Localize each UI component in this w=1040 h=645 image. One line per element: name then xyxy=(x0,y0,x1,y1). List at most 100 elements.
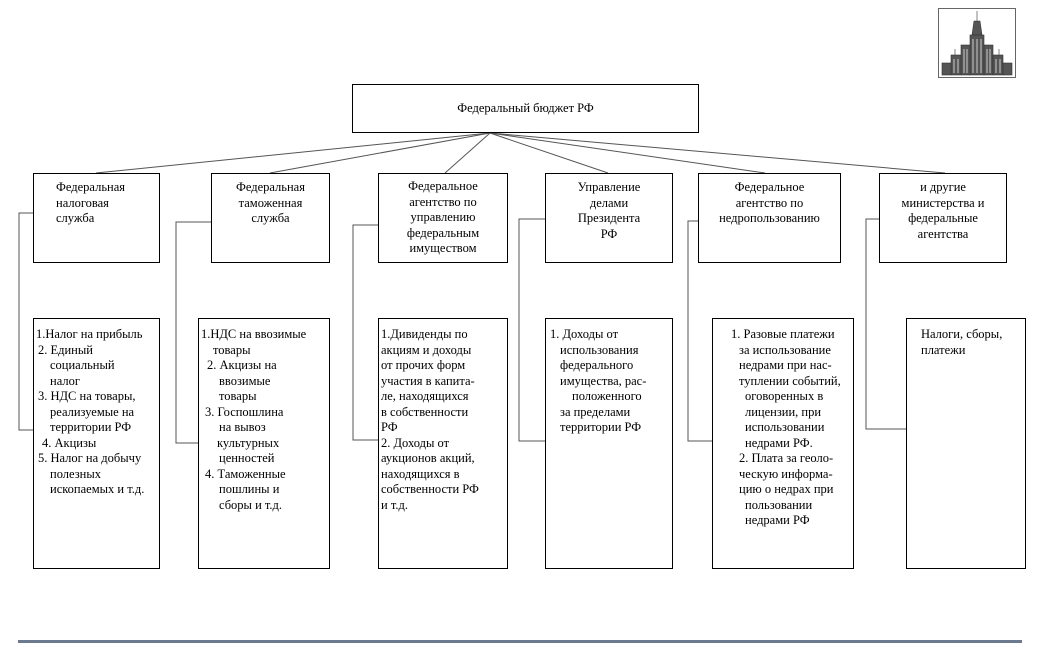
connector-agency-6-revenue xyxy=(865,218,906,430)
revenue-line: цию о недрах при xyxy=(739,482,834,496)
agency-line: Президента xyxy=(577,211,641,225)
revenue-line: реализуемые на xyxy=(50,404,135,419)
revenue-line: ценностей xyxy=(219,451,275,465)
revenue-line: федерального xyxy=(560,358,634,372)
revenue-line: аукционов акций, xyxy=(381,451,475,465)
university-building-logo xyxy=(938,8,1016,78)
agency-line: Федеральное xyxy=(408,179,478,193)
revenue-box-property-agency: 1.Дивиденды по акциям и доходы от прочих… xyxy=(378,318,508,569)
revenue-line: ископаемых и т.д. xyxy=(50,482,145,496)
connector-root-agency-1 xyxy=(95,132,491,174)
agency-box-subsoil-agency: Федеральное агентство по недропользовани… xyxy=(698,173,841,263)
revenue-line: товары xyxy=(219,389,257,403)
revenue-line: 4. Акцизы xyxy=(42,435,97,450)
agency-line: Федеральная xyxy=(56,180,126,194)
agency-line: агентство по xyxy=(735,195,804,210)
connector-agency-3-revenue xyxy=(352,224,378,441)
agency-box-other-ministries: и другие министерства и федеральные аген… xyxy=(879,173,1007,263)
agency-line: федеральные xyxy=(908,211,978,225)
root-label: Федеральный бюджет РФ xyxy=(457,100,594,115)
revenue-box-other-ministries: Налоги, сборы, платежи xyxy=(906,318,1026,569)
revenue-line: на вывоз xyxy=(219,420,266,434)
connector-agency-1-revenue xyxy=(18,212,33,431)
revenue-line: участия в капита- xyxy=(381,373,475,388)
revenue-line: 2. Плата за геоло- xyxy=(739,451,834,465)
revenue-line: 2. Единый xyxy=(38,342,93,357)
connector-agency-2-revenue xyxy=(175,221,211,444)
revenue-line: полезных xyxy=(50,466,101,481)
footer-divider xyxy=(18,640,1022,643)
revenue-line: территории РФ xyxy=(560,420,642,434)
revenue-line: использовании xyxy=(745,420,825,434)
agency-line: управлению xyxy=(410,210,476,224)
revenue-line: акциям и доходы xyxy=(381,342,472,357)
revenue-box-customs-service: 1.НДС на ввозимые товары 2. Акцизы на вв… xyxy=(198,318,330,569)
revenue-line: территории РФ xyxy=(50,420,132,434)
connector-root-agency-6 xyxy=(489,132,946,174)
revenue-box-presidential-affairs: 1. Доходы от использования федерального … xyxy=(545,318,673,569)
revenue-line: от прочих форм xyxy=(381,358,466,372)
revenue-line: лицензии, при xyxy=(745,404,822,419)
revenue-line: туплении событий, xyxy=(739,373,841,388)
revenue-line: 3. Госпошлина xyxy=(205,404,284,419)
agency-line: федеральным xyxy=(406,225,480,240)
connector-agency-5-revenue xyxy=(687,220,712,442)
revenue-line: 1.НДС на ввозимые xyxy=(201,327,307,341)
building-icon xyxy=(941,11,1013,76)
revenue-line: ческую информа- xyxy=(739,466,833,481)
agency-line: Федеральная xyxy=(235,180,305,194)
agency-line: налоговая xyxy=(56,195,109,210)
agency-line: таможенная xyxy=(238,195,303,210)
revenue-line: недрами РФ xyxy=(745,513,810,527)
revenue-line: 3. НДС на товары, xyxy=(38,389,136,403)
revenue-line: 4. Таможенные xyxy=(205,466,286,481)
revenue-line: пошлины и xyxy=(219,482,280,496)
revenue-line: РФ xyxy=(381,420,398,434)
agency-line: делами xyxy=(589,195,629,210)
connector-root-agency-2 xyxy=(269,132,491,174)
revenue-line: культурных xyxy=(217,435,280,450)
root-box: Федеральный бюджет РФ xyxy=(352,84,699,133)
agency-line: служба xyxy=(251,211,290,225)
revenue-line: социальный xyxy=(50,358,115,372)
connector-root-agency-3 xyxy=(444,132,491,174)
agency-line: недропользованию xyxy=(719,211,820,225)
agency-line: министерства и xyxy=(901,195,985,210)
revenue-line: 2. Акцизы на xyxy=(207,358,277,372)
agency-line: РФ xyxy=(600,226,618,241)
revenue-line: 1. Доходы от xyxy=(550,327,619,341)
agency-box-property-agency: Федеральное агентство по управлению феде… xyxy=(378,173,508,263)
revenue-line: собственности РФ xyxy=(381,482,479,496)
revenue-line: платежи xyxy=(921,342,966,357)
revenue-line: сборы и т.д. xyxy=(219,497,283,512)
revenue-line: за использование xyxy=(739,342,831,357)
revenue-line: недрами при нас- xyxy=(739,358,832,372)
revenue-box-tax-service: 1.Налог на прибыль 2. Единый социальный … xyxy=(33,318,160,569)
agency-line: имуществом xyxy=(409,241,477,255)
revenue-line: имущества, рас- xyxy=(560,373,647,388)
agency-line: Федеральное xyxy=(734,180,805,194)
agency-box-tax-service: Федеральная налоговая служба xyxy=(33,173,160,263)
agency-box-customs-service: Федеральная таможенная служба xyxy=(211,173,330,263)
agency-line: и другие xyxy=(920,180,966,194)
revenue-line: использования xyxy=(560,342,639,357)
revenue-line: пользовании xyxy=(745,497,813,512)
revenue-line: ле, находящихся xyxy=(381,389,469,403)
revenue-line: 1.Налог на прибыль xyxy=(36,327,143,341)
agency-box-presidential-affairs: Управление делами Президента РФ xyxy=(545,173,673,263)
connector-root-agency-4 xyxy=(489,132,609,174)
revenue-line: ввозимые xyxy=(219,373,271,388)
agency-line: Управление xyxy=(577,180,641,194)
revenue-box-subsoil-agency: 1. Разовые платежи за использование недр… xyxy=(712,318,854,569)
revenue-line: налог xyxy=(50,373,80,388)
agency-line: агентство по xyxy=(409,194,477,209)
revenue-line: и т.д. xyxy=(381,497,408,512)
revenue-line: в собственности xyxy=(381,404,469,419)
revenue-line: 1. Разовые платежи xyxy=(731,327,835,341)
revenue-line: оговоренных в xyxy=(745,389,824,403)
revenue-line: 5. Налог на добычу xyxy=(38,451,142,465)
revenue-line: товары xyxy=(213,342,251,357)
revenue-line: 2. Доходы от xyxy=(381,435,450,450)
revenue-line: недрами РФ. xyxy=(745,435,813,450)
